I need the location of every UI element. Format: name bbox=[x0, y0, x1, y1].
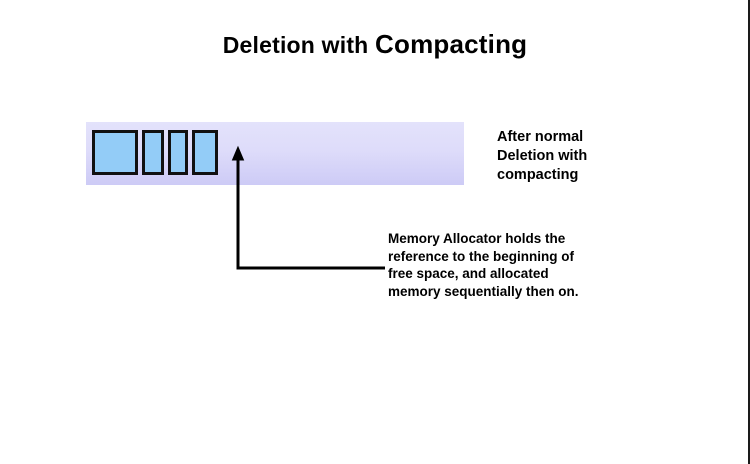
memory-state-label-line-2: Deletion with bbox=[497, 148, 588, 164]
allocator-annotation: Memory Allocator holds the reference to … bbox=[388, 230, 579, 300]
allocated-block-3 bbox=[168, 130, 188, 175]
allocator-annotation-line-1: Memory Allocator holds the bbox=[388, 231, 566, 246]
memory-region-bar bbox=[86, 122, 464, 185]
allocator-annotation-line-2: reference to the beginning of bbox=[388, 248, 575, 264]
allocated-block-4 bbox=[192, 130, 218, 175]
page-title: Deletion with Compacting bbox=[0, 29, 748, 60]
allocated-block-2 bbox=[142, 130, 164, 175]
memory-state-label-line-3: compacting bbox=[497, 167, 579, 183]
allocator-annotation-line-4: memory sequentially then on. bbox=[388, 283, 579, 299]
memory-state-label-line-1: After normal bbox=[497, 129, 584, 145]
memory-state-label: After normal Deletion with compacting bbox=[497, 128, 587, 185]
allocated-blocks-group bbox=[92, 130, 222, 175]
allocated-block-1 bbox=[92, 130, 138, 175]
page-title-main: Deletion with bbox=[222, 32, 376, 58]
page-title-emphasis: Compacting bbox=[375, 29, 528, 59]
allocator-annotation-line-3: free space, and allocated bbox=[388, 266, 549, 281]
